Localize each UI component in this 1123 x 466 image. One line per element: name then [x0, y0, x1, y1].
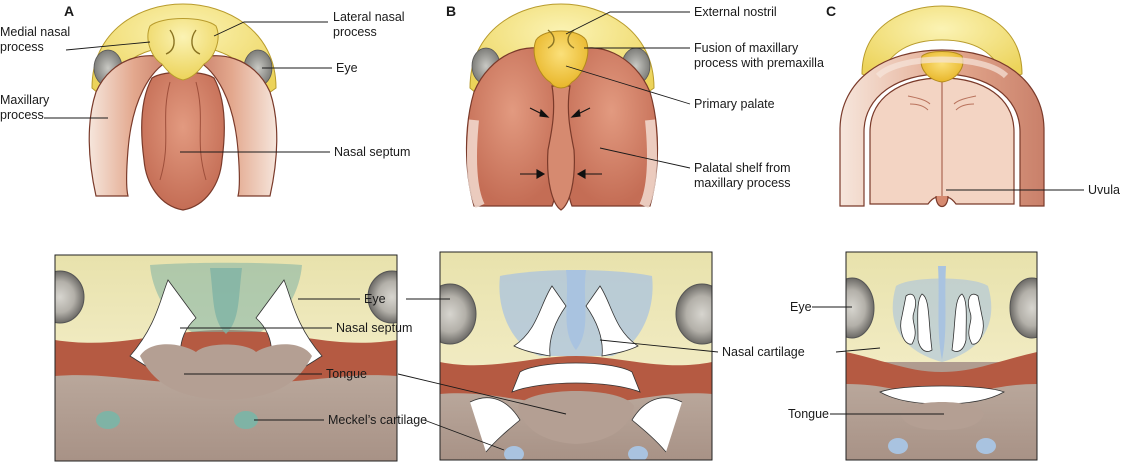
- medial-nasal-process-a: [147, 18, 219, 81]
- label-maxillary-process-2: process: [0, 108, 44, 122]
- label-uvula: Uvula: [1088, 183, 1120, 197]
- nasal-septum-b: [547, 85, 575, 211]
- label-tongue-a: Tongue: [326, 367, 367, 381]
- panel-a-palate-view: A Medial nasal process Lateral nasal pro…: [0, 3, 410, 211]
- label-medial-nasal-process-1: Medial nasal: [0, 25, 70, 39]
- label-eye-a: Eye: [336, 61, 358, 75]
- label-primary-palate: Primary palate: [694, 97, 775, 111]
- label-external-nostril: External nostril: [694, 5, 777, 19]
- label-nasal-cartilage: Nasal cartilage: [722, 345, 805, 359]
- label-nasal-septum-section: Nasal septum: [336, 321, 412, 335]
- label-lateral-nasal-process-2: process: [333, 25, 377, 39]
- label-maxillary-process-1: Maxillary: [0, 93, 50, 107]
- premaxilla-c: [920, 51, 964, 83]
- primary-palate: [533, 30, 589, 89]
- panel-b-palate-view: B External nostril Fusion of maxillary p…: [446, 3, 824, 211]
- label-eye-section-c: Eye: [790, 300, 812, 314]
- panel-b-coronal-section: [440, 252, 712, 460]
- maxillary-process-right-a: [194, 55, 278, 197]
- label-meckels-cartilage: Meckel’s cartilage: [328, 413, 427, 427]
- panel-c-letter: C: [826, 3, 836, 19]
- label-palatal-shelf-2: maxillary process: [694, 176, 791, 190]
- panel-a-letter: A: [64, 3, 74, 19]
- fusion-arrows: [520, 107, 602, 179]
- label-eye-section-a: Eye: [364, 292, 386, 306]
- label-medial-nasal-process-2: process: [0, 40, 44, 54]
- frontonasal-prominence-c: [861, 5, 1023, 83]
- panel-a-coronal-section: [55, 255, 397, 461]
- label-palatal-shelf-1: Palatal shelf from: [694, 161, 791, 175]
- label-lateral-nasal-process-1: Lateral nasal: [333, 10, 405, 24]
- maxillary-process-left-a: [88, 55, 172, 197]
- label-nasal-septum-a: Nasal septum: [334, 145, 410, 159]
- uvula: [935, 195, 949, 208]
- panel-c-coronal-section: [846, 252, 1037, 460]
- panel-b-letter: B: [446, 3, 456, 19]
- label-fusion-1: Fusion of maxillary: [694, 41, 799, 55]
- label-tongue-c: Tongue: [788, 407, 829, 421]
- nasal-septum-a: [141, 71, 225, 211]
- label-fusion-2: process with premaxilla: [694, 56, 824, 70]
- panel-c-palate-view: C Uvula: [826, 3, 1120, 208]
